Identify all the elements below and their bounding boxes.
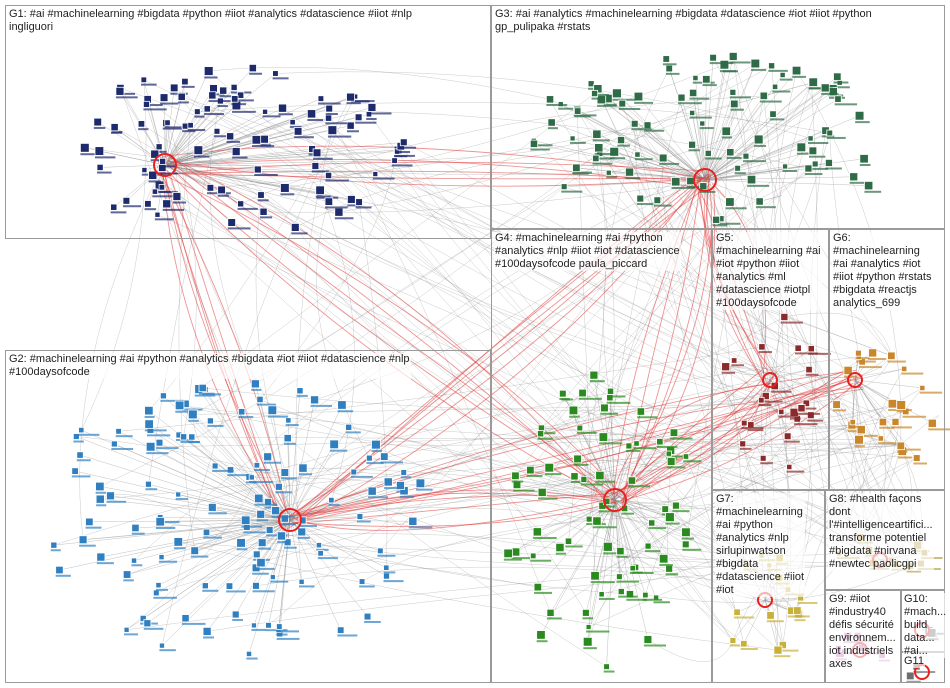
group-box-g8 xyxy=(825,490,945,590)
group-box-g2 xyxy=(5,350,491,683)
group-box-g9 xyxy=(825,590,901,683)
group-box-g11 xyxy=(901,652,945,683)
group-box-g7 xyxy=(712,490,825,683)
group-box-g10 xyxy=(901,590,945,652)
group-box-g4 xyxy=(491,229,712,683)
group-box-g1 xyxy=(5,5,491,239)
group-box-g5 xyxy=(712,229,829,490)
group-box-g3 xyxy=(491,5,945,229)
group-box-g6 xyxy=(829,229,945,490)
